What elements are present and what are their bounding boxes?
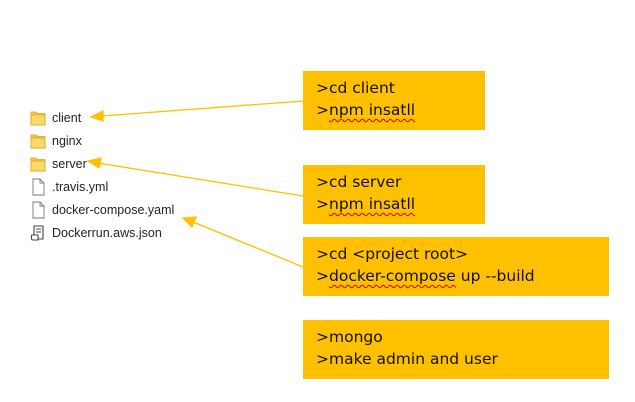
file-item-nginx[interactable]: nginx xyxy=(30,130,82,152)
spellcheck-text: npm insatll xyxy=(329,101,416,119)
text-prefix: > xyxy=(316,267,329,285)
file-item-dockerrun[interactable]: Dockerrun.aws.json xyxy=(30,222,162,244)
arrow-head-icon xyxy=(86,157,102,170)
folder-icon xyxy=(30,155,46,173)
note-line: >cd <project root> xyxy=(316,245,469,263)
note-line: >docker-compose up --build xyxy=(316,265,609,287)
note-client: >cd client >npm insatll xyxy=(303,71,485,130)
spellcheck-text: docker-compose xyxy=(329,267,456,285)
file-item-server[interactable]: server xyxy=(30,153,87,175)
folder-icon xyxy=(30,132,46,150)
file-name: .travis.yml xyxy=(52,180,109,194)
arrow-to-docker-compose xyxy=(192,221,304,268)
text-prefix: > xyxy=(316,101,329,119)
text-suffix: up --build xyxy=(455,267,535,285)
file-name: nginx xyxy=(52,134,82,148)
file-item-client[interactable]: client xyxy=(30,107,81,129)
note-line: >npm insatll xyxy=(316,99,485,121)
note-line: >make admin and user xyxy=(316,348,609,370)
document-icon xyxy=(30,201,46,219)
file-name: server xyxy=(52,157,87,171)
note-line: >cd server xyxy=(316,173,402,191)
text-prefix: >make admin and user xyxy=(316,350,498,368)
arrow-head-icon xyxy=(181,216,197,229)
note-line: >mongo xyxy=(316,328,383,346)
script-icon xyxy=(30,224,46,242)
note-mongo: >mongo >make admin and user xyxy=(303,320,609,379)
arrow-to-server xyxy=(97,162,304,197)
note-server: >cd server >npm insatll xyxy=(303,165,485,224)
file-item-docker-compose[interactable]: docker-compose.yaml xyxy=(30,199,174,221)
document-icon xyxy=(30,178,46,196)
text-prefix: > xyxy=(316,195,329,213)
file-name: Dockerrun.aws.json xyxy=(52,226,162,240)
file-name: docker-compose.yaml xyxy=(52,203,175,217)
file-name: client xyxy=(52,111,82,125)
arrow-to-client xyxy=(101,100,304,117)
note-line: >npm insatll xyxy=(316,193,485,215)
note-line: >cd client xyxy=(316,79,395,97)
spellcheck-text: npm insatll xyxy=(329,195,416,213)
arrow-head-icon xyxy=(89,109,104,122)
folder-icon xyxy=(30,109,46,127)
note-project-root: >cd <project root> >docker-compose up --… xyxy=(303,237,609,296)
file-item-travis[interactable]: .travis.yml xyxy=(30,176,108,198)
